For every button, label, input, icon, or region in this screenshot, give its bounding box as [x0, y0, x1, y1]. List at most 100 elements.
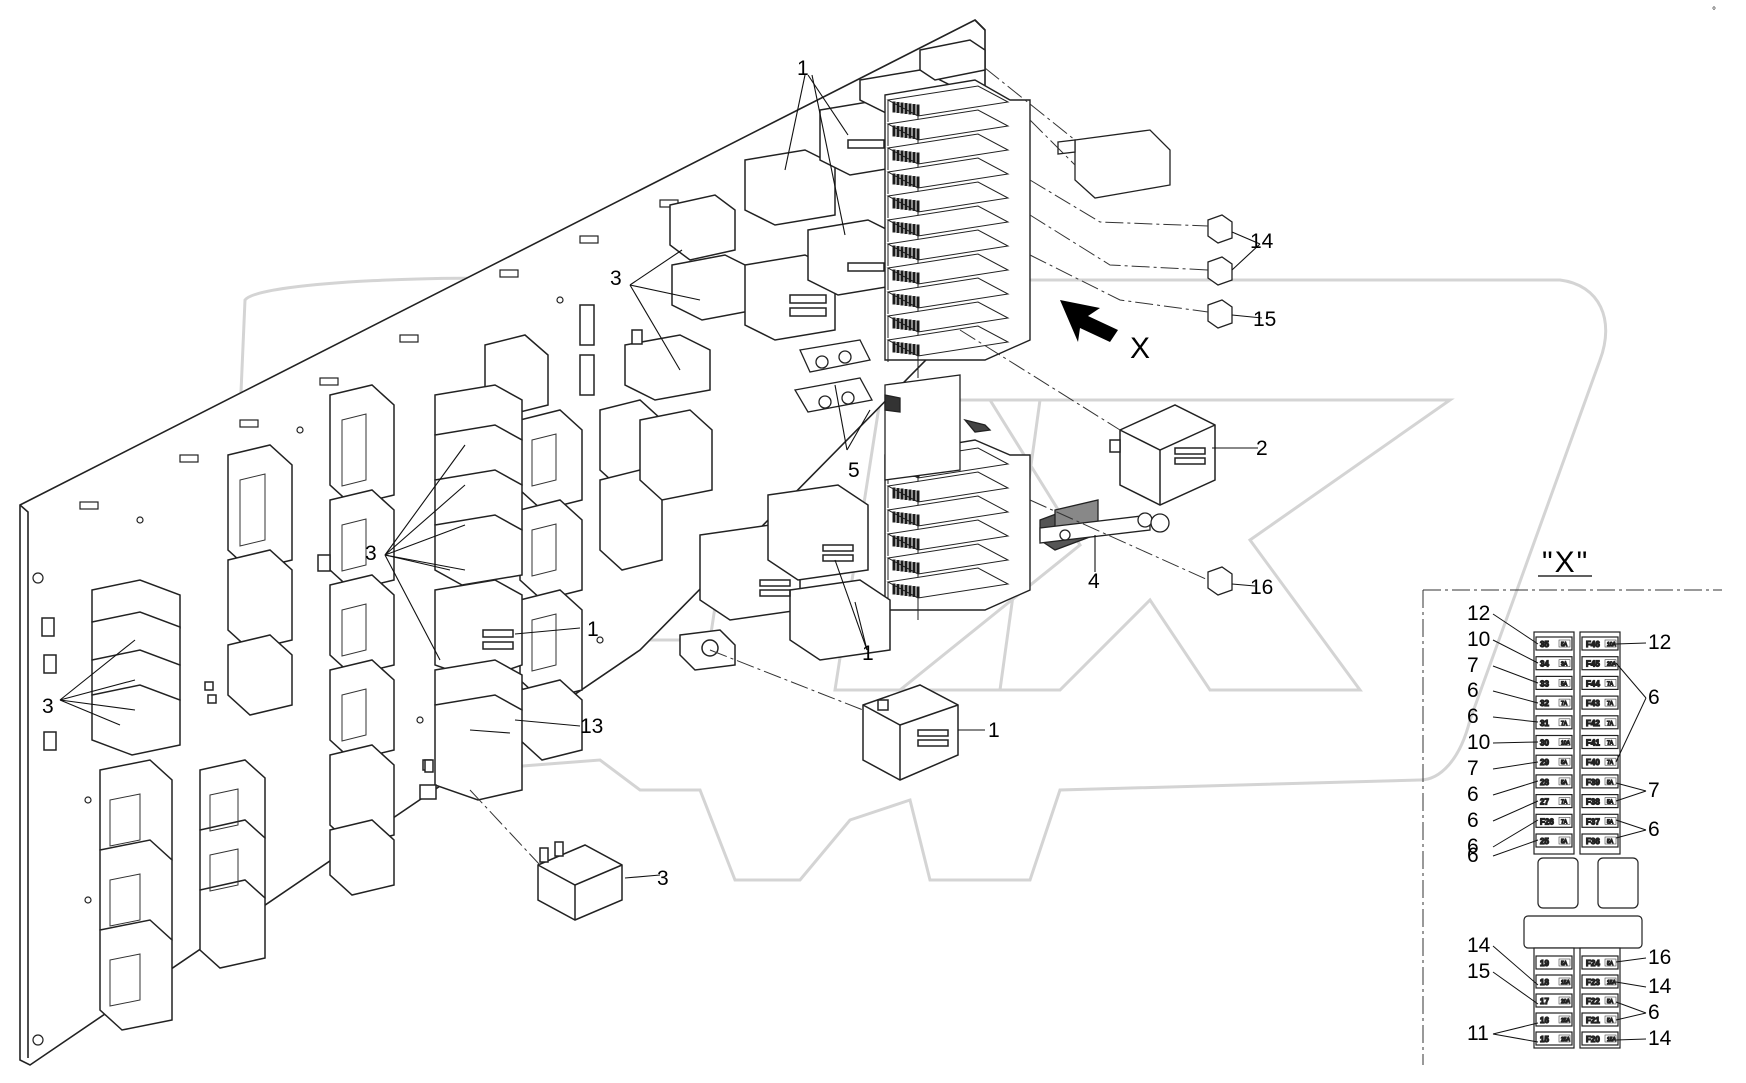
fuse-pin — [896, 560, 900, 571]
corner-mark: ° — [1712, 6, 1716, 17]
fuse-callout-leader — [1492, 1033, 1539, 1043]
small-relays-left — [41, 579, 217, 756]
relay-stack-center — [317, 384, 523, 801]
loose-fuses — [1057, 129, 1233, 596]
fuse-number: 34 — [1540, 660, 1549, 669]
fuse-pin — [900, 342, 904, 354]
fuse-pin — [900, 560, 904, 572]
fuse-callout-leader — [1615, 1012, 1647, 1021]
fuse-pin — [916, 586, 920, 598]
fuse-number: F46 — [1586, 640, 1600, 649]
fuse-pin — [900, 150, 904, 162]
fuse-rating-box — [1558, 698, 1571, 707]
fuse-pin — [896, 294, 900, 305]
fuse-number: F39 — [1586, 778, 1600, 787]
fuse-row-edge — [887, 340, 919, 378]
callout-relay-13: 13 — [580, 715, 603, 738]
fuse-rating: 15A — [1607, 980, 1617, 986]
fuse-callout-leader — [1615, 697, 1647, 763]
callout-fuse16: 16 — [1250, 576, 1273, 599]
fuse-pin — [912, 296, 916, 307]
fuse-pin — [916, 490, 920, 502]
fuse-pin — [892, 101, 896, 113]
fuse-rating-box — [1604, 777, 1617, 786]
fuse-callout-left: 10 — [1467, 731, 1490, 754]
callout-relays-mid: 1 — [587, 618, 599, 641]
fuse-pin — [904, 513, 908, 524]
fuse-pin — [916, 128, 920, 140]
connector-sockets — [99, 334, 713, 1031]
fuse-number: F43 — [1586, 699, 1600, 708]
fuse-pin — [892, 269, 896, 281]
fuse-pin — [892, 149, 896, 161]
fuse-callout-leader — [1615, 981, 1647, 988]
fuse-number: 27 — [1540, 798, 1549, 807]
fuse-pin — [892, 341, 896, 353]
fuse-number: F44 — [1586, 679, 1600, 688]
fuse-pin — [904, 489, 908, 500]
fuse-rating: 25A — [1561, 1037, 1571, 1043]
fuse-rating-box — [1558, 757, 1571, 766]
relay-loose-3 — [537, 841, 623, 921]
fuse-callout-leader — [1615, 642, 1647, 645]
fuse-callout-leader — [1492, 761, 1539, 770]
fuse-pin — [912, 152, 916, 163]
fuse-callout-leader — [1492, 971, 1539, 1005]
fuse-pin — [892, 583, 896, 595]
fuse-pin — [904, 247, 908, 258]
detail-view-title: "X" — [1542, 546, 1589, 579]
fuse-number: 29 — [1540, 758, 1549, 767]
stud-terminals — [793, 339, 992, 481]
fuse-callout-right: 14 — [1648, 1027, 1672, 1050]
fuse-pin — [908, 103, 912, 115]
callout-leaders — [59, 74, 1263, 879]
fuse-pin — [916, 296, 920, 308]
fuse-callout-left: 6 — [1467, 783, 1479, 806]
fuse-pin — [908, 247, 912, 259]
relay-loose-1 — [862, 684, 959, 781]
fuse-pin — [896, 512, 900, 523]
fuse-pin — [900, 584, 904, 596]
fuse-callout-leader — [1615, 790, 1647, 802]
fuse-pin — [900, 198, 904, 210]
fuse-pin — [912, 176, 916, 187]
fuse-rating-box — [1558, 1034, 1571, 1043]
fuse-rating: 15A — [1607, 1037, 1617, 1043]
fuse-callout-leader — [1615, 829, 1647, 839]
fuse-pin — [908, 151, 912, 163]
fuse-pin — [904, 175, 908, 186]
fuse-number: F45 — [1586, 660, 1600, 669]
fuse-callout-leader — [1615, 1038, 1647, 1041]
fuse-rating: 5A — [1561, 780, 1568, 786]
fuse-callout-leader — [1615, 662, 1647, 699]
fuse-pin — [904, 127, 908, 138]
fuse-number: F42 — [1586, 719, 1600, 728]
fuse-callout-right: 6 — [1648, 818, 1660, 841]
fuse-rating: 20A — [1561, 999, 1571, 1005]
fuse-rating-box — [1604, 718, 1617, 727]
fuse-rating: 7A — [1607, 701, 1614, 707]
view-x-arrow: X — [1060, 300, 1150, 365]
fuse-pin — [896, 584, 900, 595]
fuse-pin — [900, 488, 904, 500]
fuse-number: F21 — [1586, 1016, 1600, 1025]
fuse-rating: 5A — [1607, 1018, 1614, 1024]
fuse-rating-box — [1558, 718, 1571, 727]
fuse-pin — [908, 199, 912, 211]
fuse-callout-left: 15 — [1467, 960, 1490, 983]
fuse-callout-leader — [1492, 780, 1539, 796]
fuse-rating: 5A — [1607, 819, 1614, 825]
fuse-callout-left: 6 — [1467, 705, 1479, 728]
fuse-pin — [912, 272, 916, 283]
fuse-rating-box — [1558, 797, 1571, 805]
callout-relay-loose: 1 — [988, 719, 1000, 742]
callout-fuse14: 14 — [1250, 230, 1274, 253]
fuse-callout-left: 12 — [1467, 602, 1490, 625]
panel-edge-pins — [79, 199, 679, 510]
fuse-pin — [908, 295, 912, 307]
fuse-callout-left: 14 — [1467, 934, 1491, 957]
fuse-rating-box — [1558, 816, 1571, 825]
fuse-callout-right: 6 — [1648, 1001, 1660, 1024]
fuse-number: 31 — [1540, 719, 1549, 728]
